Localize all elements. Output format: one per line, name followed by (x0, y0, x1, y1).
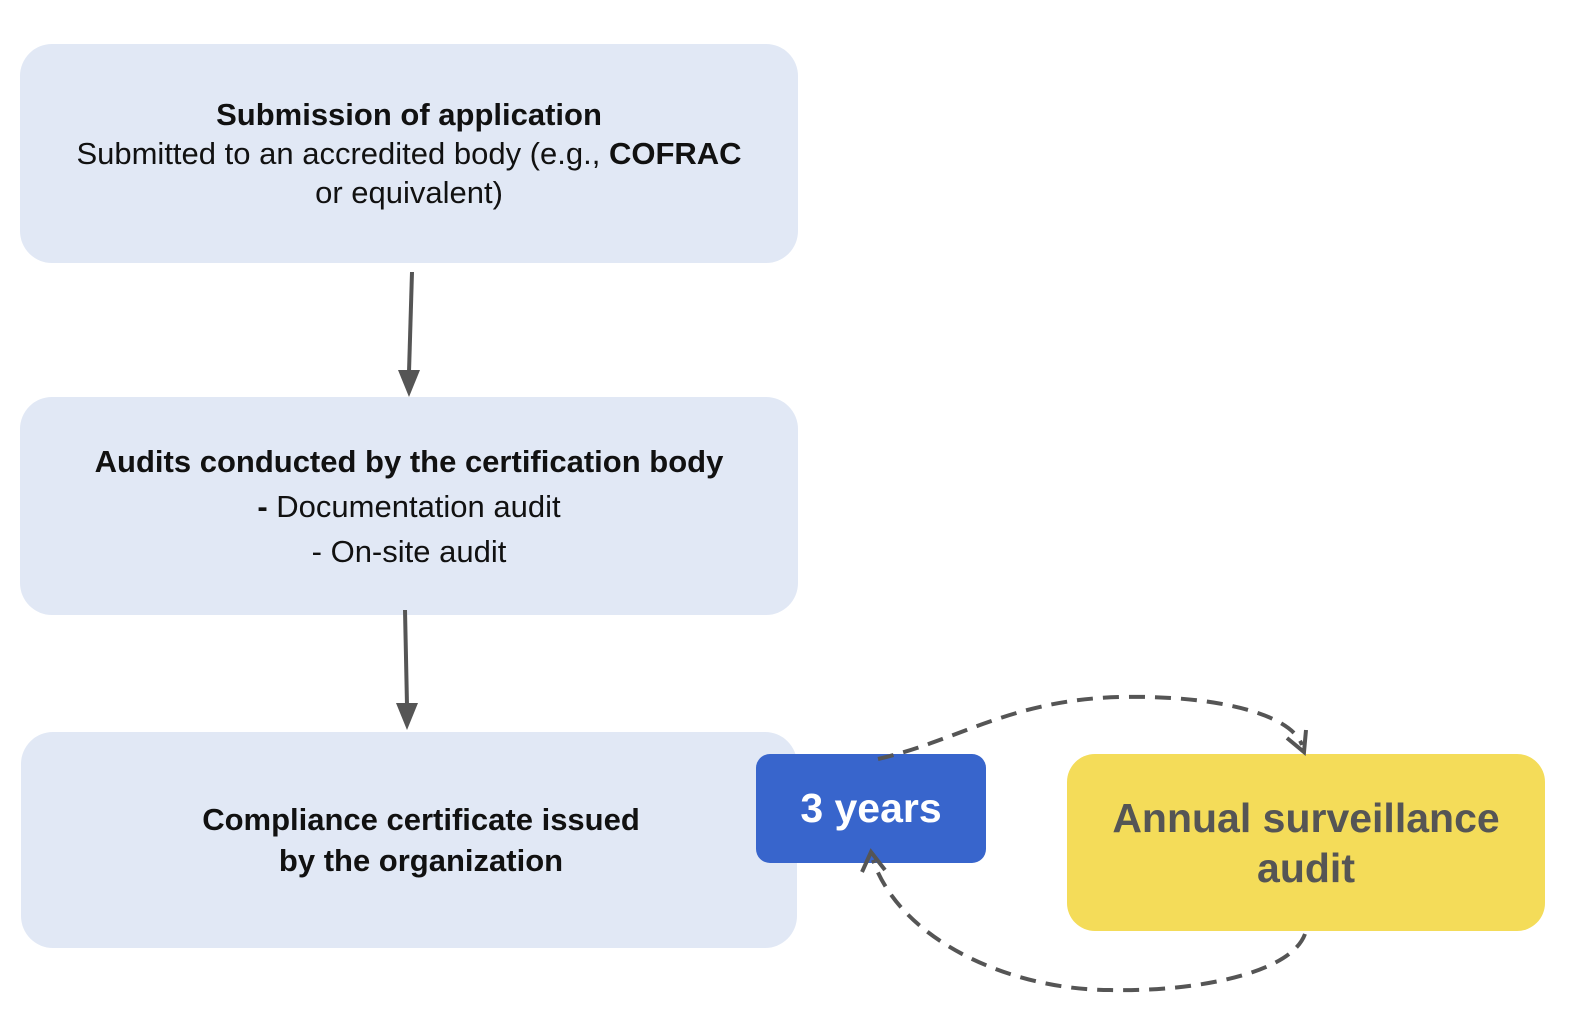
submission-cofrac: COFRAC (608, 136, 742, 171)
audits-item-onsite: - On-site audit (311, 533, 507, 569)
arrowhead-audits-to-certificate (396, 703, 418, 730)
audits-box: Audits conducted by the certification bo… (20, 397, 798, 615)
submission-line2: or equivalent) (315, 175, 503, 210)
submission-box: Submission of application Submitted to a… (20, 44, 798, 263)
audits-title: Audits conducted by the certification bo… (94, 443, 724, 479)
annual-surveillance-box: Annual surveillance audit (1067, 754, 1545, 931)
dashed-arrow-to-annual-audit (877, 694, 1304, 761)
arrowhead-annual-audit (1285, 729, 1308, 756)
three-years-label: 3 years (800, 785, 942, 831)
arrowhead-submission-to-audits (398, 370, 420, 397)
audits-item-documentation-text: Documentation audit (267, 488, 561, 524)
certificate-line2: by the organization (278, 843, 564, 878)
audits-item-documentation: - Documentation audit (257, 484, 560, 529)
three-years-badge: 3 years (756, 754, 986, 863)
submission-line1-text: Submitted to an accredited body (e.g., (76, 136, 609, 171)
submission-line1: Submitted to an accredited body (e.g., C… (76, 134, 741, 173)
arrow-submission-to-audits (407, 271, 414, 373)
audits-item-dash: - (257, 488, 268, 524)
arrow-audits-to-certificate (403, 609, 409, 706)
certificate-line1: Compliance certificate issued (202, 802, 640, 837)
annual-line1: Annual surveillance (1112, 794, 1500, 841)
annual-line2: audit (1257, 844, 1355, 891)
submission-title: Submission of application (216, 97, 602, 132)
certificate-box: Compliance certificate issued by the org… (21, 732, 797, 948)
